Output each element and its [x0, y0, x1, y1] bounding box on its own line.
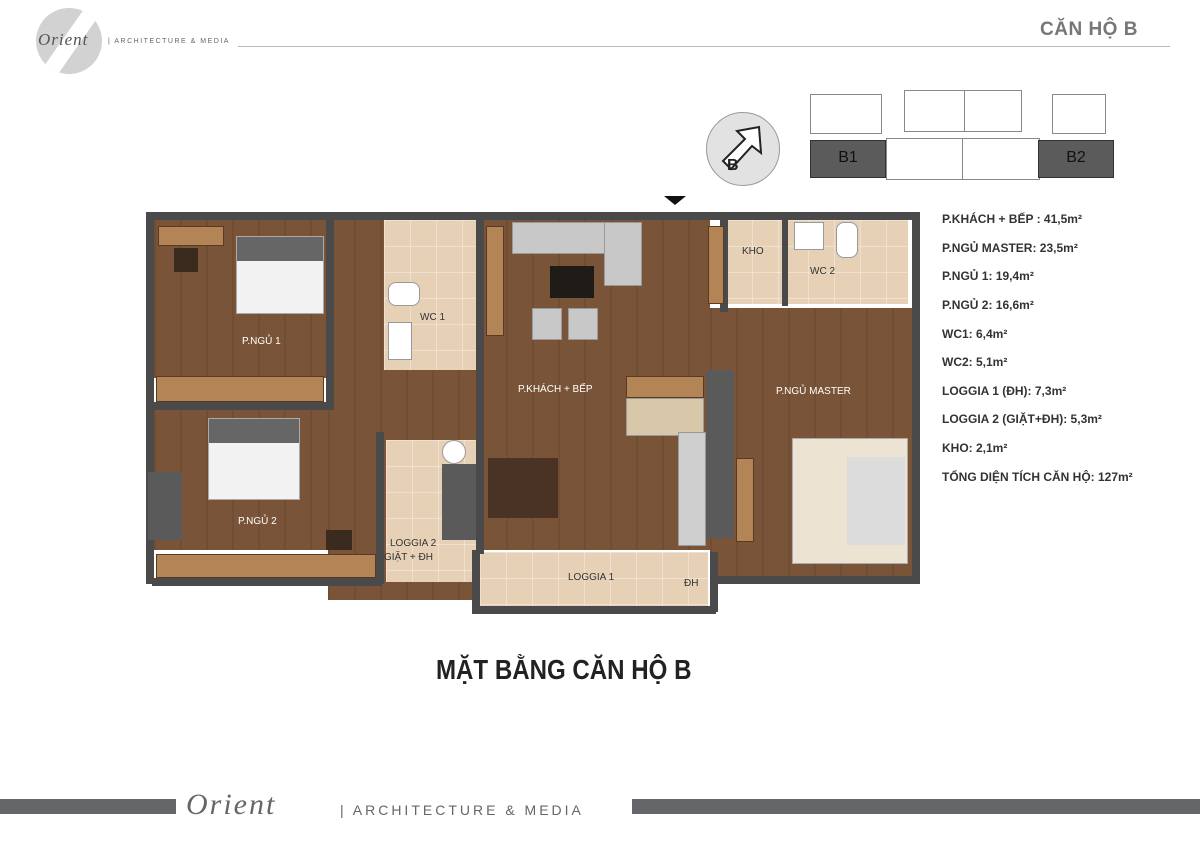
logo-subtitle: | ARCHITECTURE & MEDIA [108, 38, 230, 45]
area-item: P.NGỦ 1: 19,4m² [942, 269, 1034, 283]
key-plan: B1 B2 [808, 88, 1114, 184]
unit-b2: B2 [1038, 140, 1114, 178]
footer-bar-right [632, 799, 1200, 814]
bed [208, 418, 300, 500]
master-bed [792, 438, 908, 564]
bed [236, 236, 324, 314]
room-label-master-bedroom: P.NGỦ MASTER [776, 386, 851, 397]
north-arrow-icon [721, 125, 763, 171]
area-item: LOGGIA 2 (GIẶT+ĐH): 5,3m² [942, 412, 1102, 426]
header-divider [238, 46, 1170, 47]
area-item: P.NGỦ 2: 16,6m² [942, 298, 1034, 312]
area-item: P.KHÁCH + BẾP : 41,5m² [942, 212, 1082, 226]
room-label-wc-2: WC 2 [810, 266, 835, 277]
room-label-ac-unit: ĐH [684, 578, 699, 589]
dining-table [488, 458, 558, 518]
room-label-living-kitchen: P.KHÁCH + BẾP [518, 384, 593, 395]
room-label-loggia-2-use: GIẶT + ĐH [384, 552, 433, 563]
page-title: CĂN HỘ B [1040, 19, 1138, 40]
footer-logo-text: Orient [186, 788, 277, 821]
area-item: P.NGỦ MASTER: 23,5m² [942, 241, 1078, 255]
room-label-bedroom-1: P.NGỦ 1 [242, 336, 281, 347]
footer-bar-left [0, 799, 176, 814]
room-label-storage: KHO [742, 246, 764, 257]
entrance-arrow-icon [664, 196, 686, 205]
area-item: KHO: 2,1m² [942, 441, 1008, 455]
unit-b1: B1 [810, 140, 886, 178]
area-item: WC2: 5,1m² [942, 355, 1008, 369]
compass-label: B [727, 157, 739, 174]
logo-text: Orient [38, 30, 89, 49]
area-total: TỔNG DIỆN TÍCH CĂN HỘ: 127m² [942, 470, 1133, 484]
room-label-wc-1: WC 1 [420, 312, 445, 323]
area-item: LOGGIA 1 (ĐH): 7,3m² [942, 384, 1067, 398]
room-label-loggia-2: LOGGIA 2 [390, 538, 437, 549]
compass [706, 112, 780, 186]
logo-mark [36, 8, 102, 74]
area-item: WC1: 6,4m² [942, 327, 1008, 341]
room-label-loggia-1: LOGGIA 1 [568, 572, 615, 583]
footer-subtitle: | ARCHITECTURE & MEDIA [340, 802, 584, 818]
room-label-bedroom-2: P.NGỦ 2 [238, 516, 277, 527]
plan-title: MẶT BẰNG CĂN HỘ B [435, 654, 692, 685]
floor-plan: P.NGỦ 1 P.NGỦ 2 WC 1 P.KHÁCH + BẾP KHO W… [146, 212, 920, 614]
